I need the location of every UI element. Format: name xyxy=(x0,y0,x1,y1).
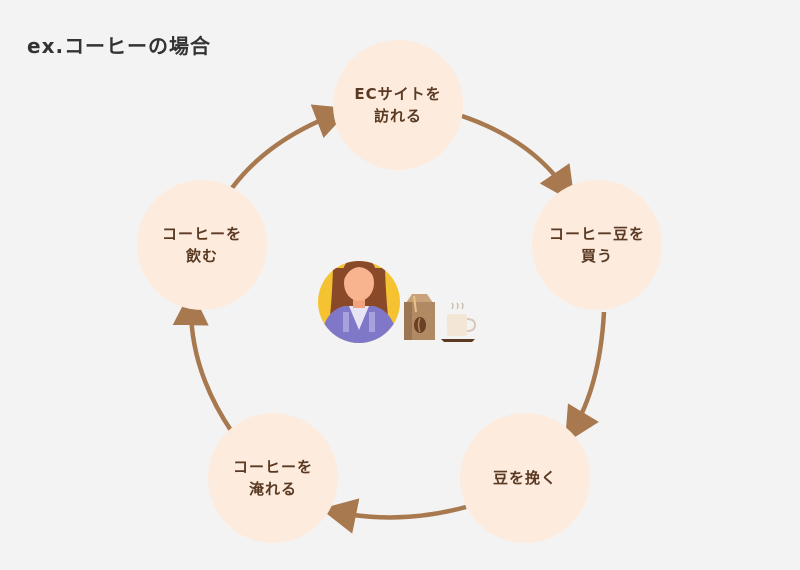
step-label-line1: 豆を挽く xyxy=(492,469,557,487)
coffee-bean-bag-icon xyxy=(404,294,435,340)
step-label-line2: 訪れる xyxy=(373,107,422,125)
woman-avatar-icon xyxy=(318,261,400,343)
arrow-brew-to-drink xyxy=(172,289,234,434)
step-label-line1: コーヒーを xyxy=(161,225,242,243)
step-visit-ec-site: ECサイトを 訪れる xyxy=(333,40,463,170)
step-label-line1: コーヒー豆を xyxy=(548,225,645,243)
page-title: ex.コーヒーの場合 xyxy=(27,34,212,58)
step-buy-beans: コーヒー豆を 買う xyxy=(532,180,662,310)
arrow-visit-to-buy xyxy=(461,113,575,204)
step-label-line1: ECサイトを xyxy=(354,85,442,103)
arrow-grind-to-brew xyxy=(320,498,467,534)
step-drink-coffee: コーヒーを 飲む xyxy=(137,180,267,310)
step-label-line1: コーヒーを xyxy=(232,458,313,476)
coffee-cup-icon xyxy=(441,302,477,342)
step-label-line2: 飲む xyxy=(185,247,218,265)
step-grind-beans: 豆を挽く xyxy=(460,413,590,543)
arrow-drink-to-visit xyxy=(230,104,351,190)
step-label-line2: 買う xyxy=(580,247,613,265)
arrow-buy-to-grind xyxy=(564,311,607,444)
step-label-line2: 淹れる xyxy=(248,480,297,498)
step-brew-coffee: コーヒーを 淹れる xyxy=(208,413,338,543)
